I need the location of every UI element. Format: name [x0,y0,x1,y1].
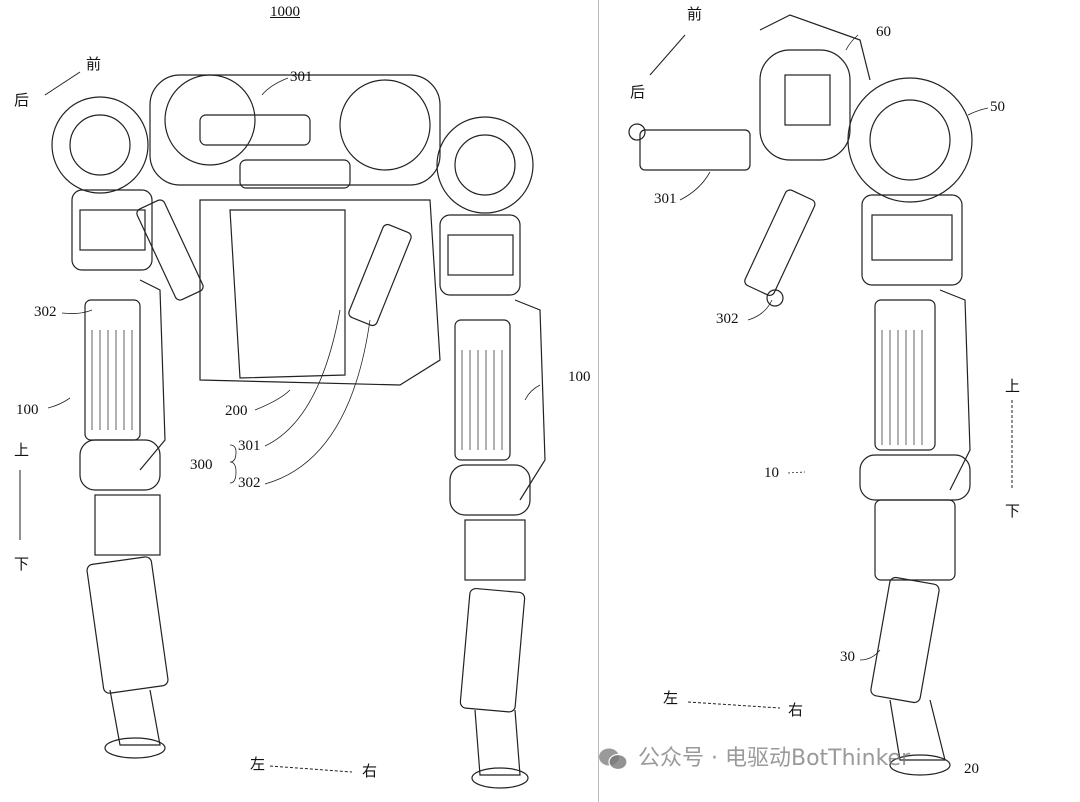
label-302: 302 [716,311,739,327]
wechat-icon [599,748,628,771]
direction-front-label: 前 [687,7,703,23]
direction-right-label: 右 [788,703,804,719]
label-302-group: 302 [238,475,261,491]
robot-assembly-drawing [19,71,546,789]
label-100-left: 100 [16,402,39,418]
label-200: 200 [225,403,248,419]
label-20: 20 [964,761,979,777]
label-301-top: 301 [290,69,313,85]
figure-right-single-leg: 前 后 上 下 左 右 60 50 301 302 10 30 20 [600,0,1080,802]
label-100-right: 100 [568,369,591,385]
direction-back-label: 后 [630,85,646,101]
label-302-left: 302 [34,304,57,320]
single-leg-drawing [628,14,1013,776]
direction-front-label: 前 [86,57,102,73]
label-50: 50 [990,99,1005,115]
watermark: 公众号 · 电驱动BotThinker [598,740,910,772]
direction-up-label: 上 [1005,379,1021,395]
direction-down-label: 下 [1005,504,1021,520]
watermark-text: 公众号 · 电驱动BotThinker [638,746,911,771]
label-30: 30 [840,649,855,665]
figure-left-robot-assembly: 1000 前 后 上 下 左 右 301 302 100 100 200 300… [14,0,599,802]
label-60: 60 [876,24,891,40]
label-301-group: 301 [238,438,261,454]
label-300: 300 [190,457,213,473]
direction-left-label: 左 [250,757,266,773]
figure-title: 1000 [270,4,300,20]
direction-right-label: 右 [362,764,378,780]
label-301: 301 [654,191,677,207]
direction-back-label: 后 [14,93,30,109]
direction-down-label: 下 [14,557,30,573]
direction-up-label: 上 [14,443,30,459]
label-10: 10 [764,465,779,481]
direction-left-label: 左 [663,691,679,707]
